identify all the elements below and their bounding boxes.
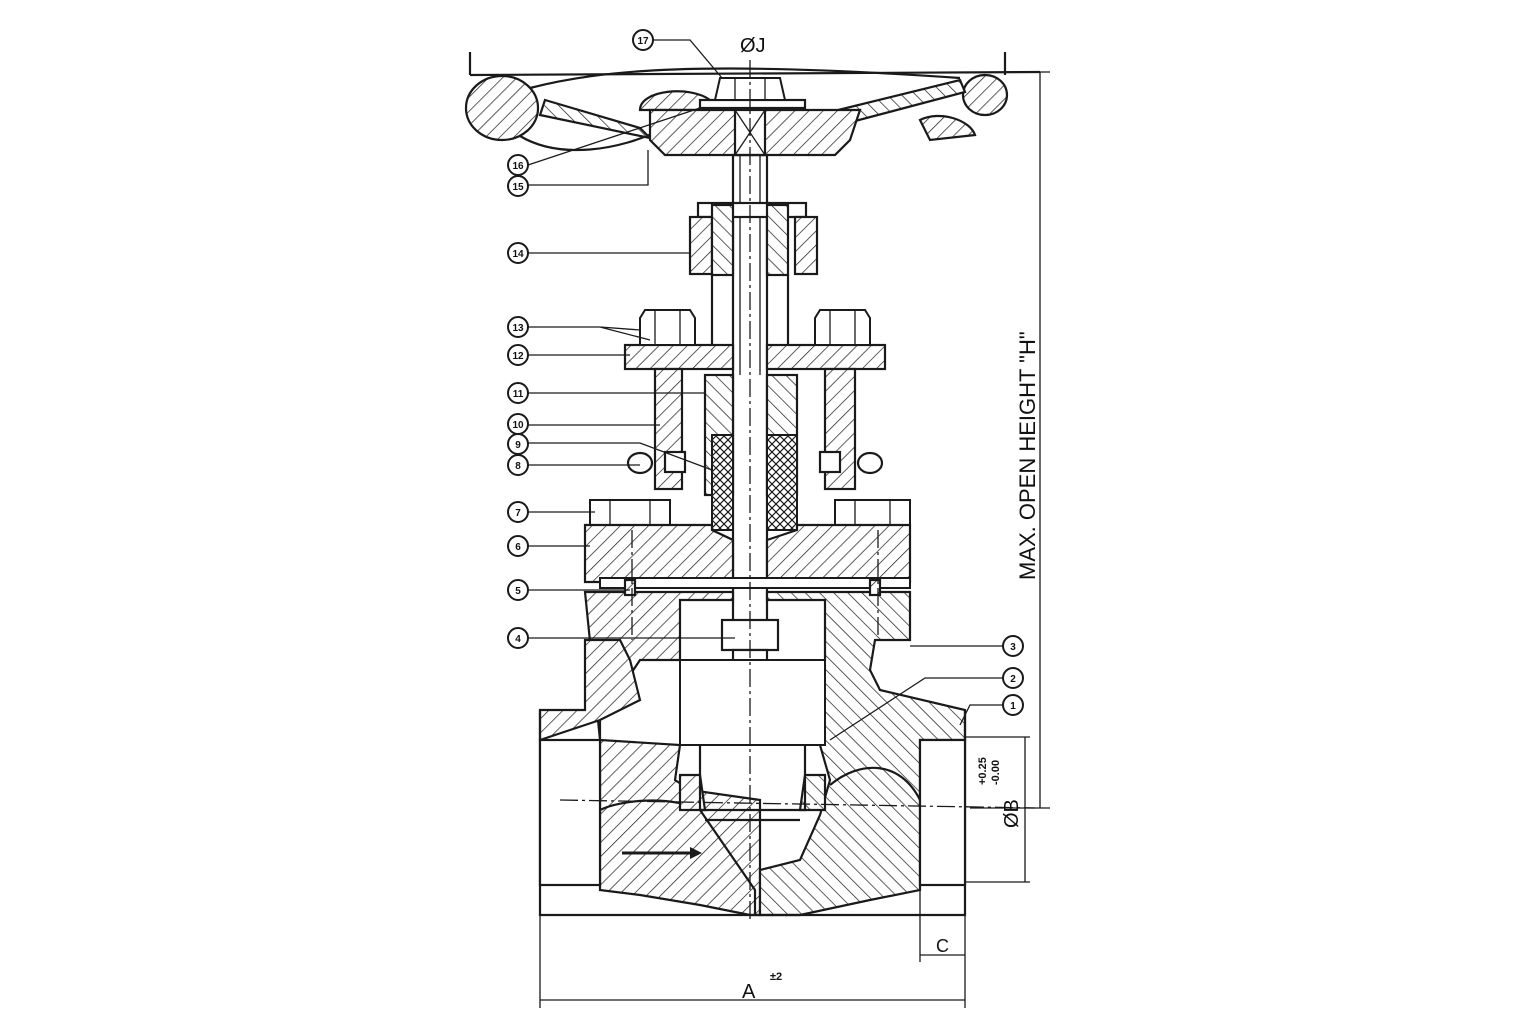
max-open-height-label: MAX. OPEN HEIGHT "H"	[1015, 331, 1040, 580]
gland-assembly	[623, 309, 887, 531]
svg-text:9: 9	[515, 440, 521, 451]
svg-text:3: 3	[1010, 642, 1016, 653]
balloon-9: 9	[507, 433, 529, 455]
balloon-12: 12	[507, 344, 529, 366]
svg-text:17: 17	[637, 36, 649, 47]
socket-depth-label: C	[936, 936, 949, 956]
bolt-centerlines	[631, 530, 879, 640]
svg-text:15: 15	[512, 182, 524, 193]
balloon-17: 17	[632, 29, 654, 51]
flow-arrow-icon	[690, 847, 702, 859]
length-tol: ±2	[770, 971, 782, 983]
svg-text:2: 2	[1010, 674, 1016, 685]
svg-text:8: 8	[515, 461, 521, 472]
balloon-14: 14	[507, 242, 529, 264]
balloon-13: 13	[507, 316, 529, 338]
bore-tol-plus: +0.25	[977, 757, 989, 785]
bonnet	[583, 499, 912, 589]
svg-text:7: 7	[515, 508, 521, 519]
yoke-nut	[688, 201, 819, 350]
svg-text:13: 13	[512, 323, 524, 334]
svg-text:10: 10	[512, 420, 524, 431]
part-balloons: 17 16 15 14 13 12 11 10 9 8 7 6 5 4 3 2 …	[507, 29, 1024, 716]
balloon-15: 15	[507, 175, 529, 197]
bore-tol-minus: -0.00	[990, 760, 1002, 785]
balloon-2: 2	[1002, 667, 1024, 689]
svg-text:4: 4	[515, 634, 521, 645]
svg-text:11: 11	[513, 389, 524, 400]
svg-text:1: 1	[1010, 701, 1016, 712]
balloon-10: 10	[507, 413, 529, 435]
svg-text:12: 12	[512, 351, 524, 362]
port-centerline	[559, 799, 1036, 809]
balloon-11: 11	[507, 382, 529, 404]
handwheel	[464, 52, 1041, 157]
svg-text:5: 5	[515, 586, 521, 597]
balloon-16: 16	[507, 154, 529, 176]
balloon-3: 3	[1002, 635, 1024, 657]
handwheel-dia-label: ØJ	[740, 35, 766, 57]
svg-text:14: 14	[512, 249, 524, 260]
dimensions: ØJ MAX. OPEN HEIGHT "H" ØB +0.25 -0.00 C…	[539, 35, 1050, 1008]
balloon-1: 1	[1002, 694, 1024, 716]
leader-lines	[527, 39, 1003, 741]
svg-text:6: 6	[515, 542, 521, 553]
bore-label: ØB	[1001, 799, 1023, 828]
balloon-8: 8	[507, 454, 529, 476]
valve-body	[538, 578, 967, 917]
balloon-7: 7	[507, 501, 529, 523]
balloon-6: 6	[507, 535, 529, 557]
balloon-5: 5	[507, 579, 529, 601]
balloon-4: 4	[507, 627, 529, 649]
length-label: A	[742, 981, 756, 1003]
svg-text:16: 16	[512, 161, 524, 172]
